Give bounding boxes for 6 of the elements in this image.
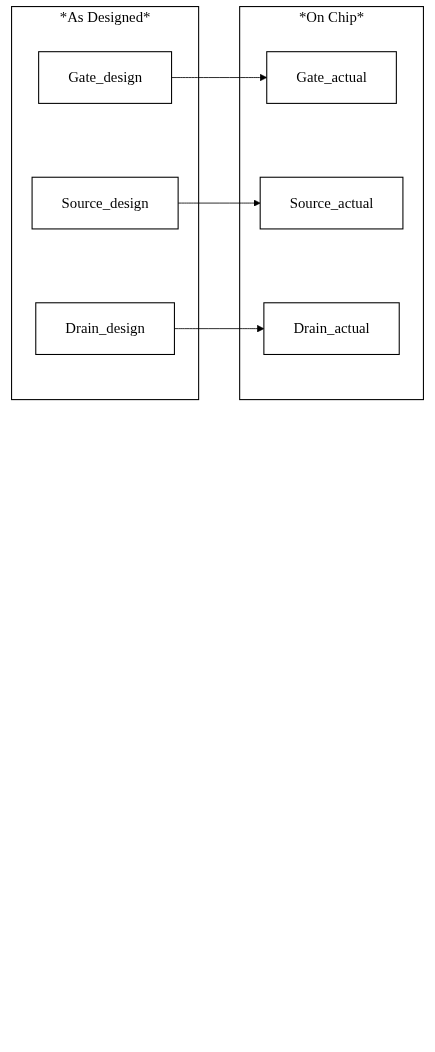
node-box: Gate_actual <box>266 51 397 104</box>
node-box: Gate_design <box>38 51 173 104</box>
node-box: Drain_actual <box>263 302 400 355</box>
node-box: Source_design <box>31 176 179 230</box>
node-box: Source_actual <box>259 176 404 230</box>
node-box: Drain_design <box>35 302 175 355</box>
